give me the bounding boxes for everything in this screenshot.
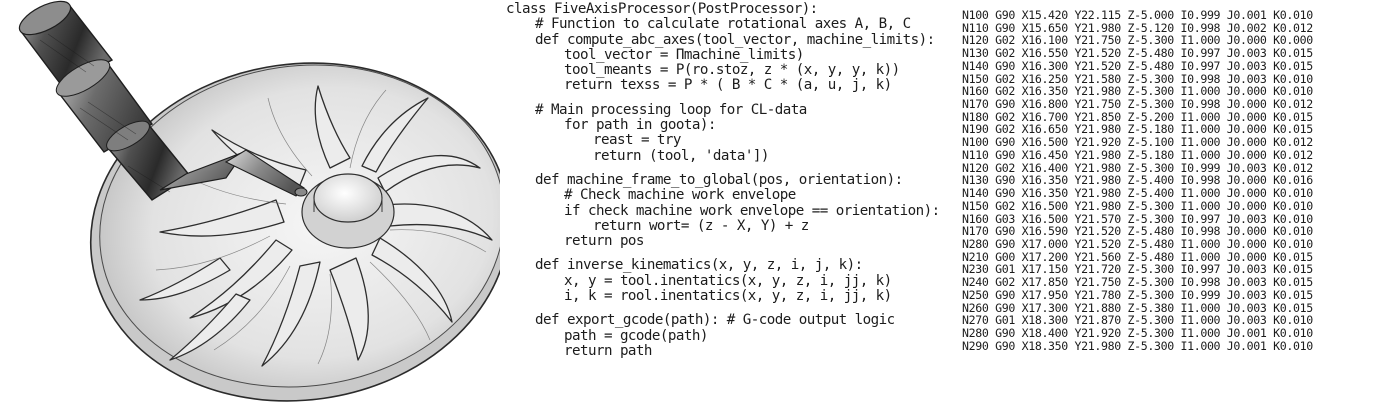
gcode-line: N250 G90 X17.950 Y21.780 Z-5.300 I0.999 … [962, 287, 1313, 302]
gcode-line: N180 G02 X16.700 Y21.850 Z-5.200 I1.000 … [962, 109, 1313, 124]
gcode-line: N130 G02 X16.550 Y21.520 Z-5.480 I0.997 … [962, 46, 1313, 61]
gcode-line: N100 G90 X16.500 Y21.920 Z-5.100 I1.000 … [962, 135, 1313, 150]
gcode-line: N130 G90 X16.350 Y21.980 Z-5.400 I0.998 … [962, 173, 1313, 188]
gcode-line: N170 G90 X16.800 Y21.750 Z-5.300 I0.998 … [962, 97, 1313, 112]
gcode-line: N150 G02 X16.500 Y21.980 Z-5.300 I1.000 … [962, 198, 1313, 213]
code-line: # Main processing loop for CL-data [535, 101, 807, 118]
code-line: tool_vector = Πmachine_limits) [564, 46, 804, 63]
code-listing: class FiveAxisProcessor(PostProcessor):#… [506, 1, 956, 412]
impeller-blade-shading [155, 89, 487, 365]
code-line: return (tool, 'data']) [593, 147, 769, 164]
code-line: for path in goota): [564, 117, 716, 134]
impeller-disk-face [99, 64, 500, 388]
gcode-line: N290 G90 X18.350 Y21.980 Z-5.300 I1.000 … [962, 338, 1313, 353]
gcode-line: N280 G90 X17.000 Y21.520 Z-5.480 I1.000 … [962, 236, 1313, 251]
gcode-line: N240 G02 X17.850 Y21.750 Z-5.300 I0.998 … [962, 275, 1313, 290]
gcode-line: N100 G90 X15.420 Y22.115 Z-5.000 I0.999 … [962, 8, 1313, 22]
code-line: return path [564, 342, 652, 359]
impeller [89, 62, 500, 402]
gcode-line: N280 G90 X18.400 Y21.920 Z-5.300 I1.000 … [962, 325, 1313, 340]
gcode-line: N160 G02 X16.350 Y21.980 Z-5.300 I1.000 … [962, 84, 1313, 99]
code-line: def machine_frame_to_global(pos, orienta… [535, 171, 903, 188]
code-line: tool_meants = P(ro.stoz, z * (x, y, y, k… [564, 62, 900, 79]
code-line: def inverse_kinematics(x, y, z, i, j, k)… [535, 257, 863, 274]
gcode-line: N230 G01 X17.150 Y21.720 Z-5.300 I0.997 … [962, 262, 1313, 277]
gcode-line: N160 G03 X16.500 Y21.570 Z-5.300 I0.997 … [962, 211, 1313, 226]
code-line: path = gcode(path) [564, 327, 708, 344]
gcode-line: N170 G90 X16.590 Y21.520 Z-5.480 I0.998 … [962, 224, 1313, 239]
gcode-line: N110 G90 X16.450 Y21.980 Z-5.180 I1.000 … [962, 147, 1313, 162]
code-line: x, y = tool.inentatics(x, y, z, i, jj, k… [564, 272, 892, 289]
gcode-line: N140 G90 X16.300 Y21.520 Z-5.480 I0.997 … [962, 58, 1313, 73]
cutter-tip [294, 187, 308, 197]
gcode-line: N120 G02 X16.100 Y21.750 Z-5.300 I1.000 … [962, 33, 1313, 48]
code-line: if check machine work envelope == orient… [564, 202, 940, 219]
code-line: def export_gcode(path): # G-code output … [535, 312, 895, 329]
gcode-line: N150 G02 X16.250 Y21.580 Z-5.300 I0.998 … [962, 71, 1313, 86]
gcode-line: N260 G90 X17.300 Y21.880 Z-5.380 I1.000 … [962, 300, 1313, 315]
gcode-listing: N100 G90 X15.420 Y22.115 Z-5.000 I0.999 … [962, 9, 1376, 409]
code-line: return texss = P * ( B * C * (a, u, j, k… [564, 77, 892, 94]
gcode-line: N270 G01 X18.300 Y21.870 Z-5.300 I1.000 … [962, 313, 1313, 328]
impeller-blades [139, 85, 493, 367]
code-line: # Check machine work envelope [564, 187, 796, 204]
milling-tool [18, 0, 308, 201]
code-line: return wort= (z - X, Y) + z [593, 217, 809, 234]
code-line: return pos [564, 233, 644, 250]
code-line: def compute_abc_axes(tool_vector, machin… [535, 31, 935, 48]
gcode-line: N110 G90 X15.650 Y21.980 Z-5.120 I0.998 … [962, 20, 1313, 35]
code-line: i, k = rool.inentatics(x, y, z, i, jj, k… [564, 288, 892, 305]
gcode-line: N210 G00 X17.200 Y21.560 Z-5.480 I1.000 … [962, 249, 1313, 264]
gcode-line: N190 G02 X16.650 Y21.980 Z-5.180 I1.000 … [962, 122, 1313, 137]
impeller-hub-top [313, 173, 383, 223]
code-line: reast = try [593, 132, 681, 149]
code-line: # Function to calculate rotational axes … [535, 16, 911, 33]
gcode-line: N120 G02 X16.400 Y21.980 Z-5.300 I0.999 … [962, 160, 1313, 175]
cnc-impeller-illustration [18, 0, 500, 402]
gcode-line: N140 G90 X16.350 Y21.980 Z-5.400 I1.000 … [962, 186, 1313, 201]
code-line: class FiveAxisProcessor(PostProcessor): [506, 1, 818, 17]
